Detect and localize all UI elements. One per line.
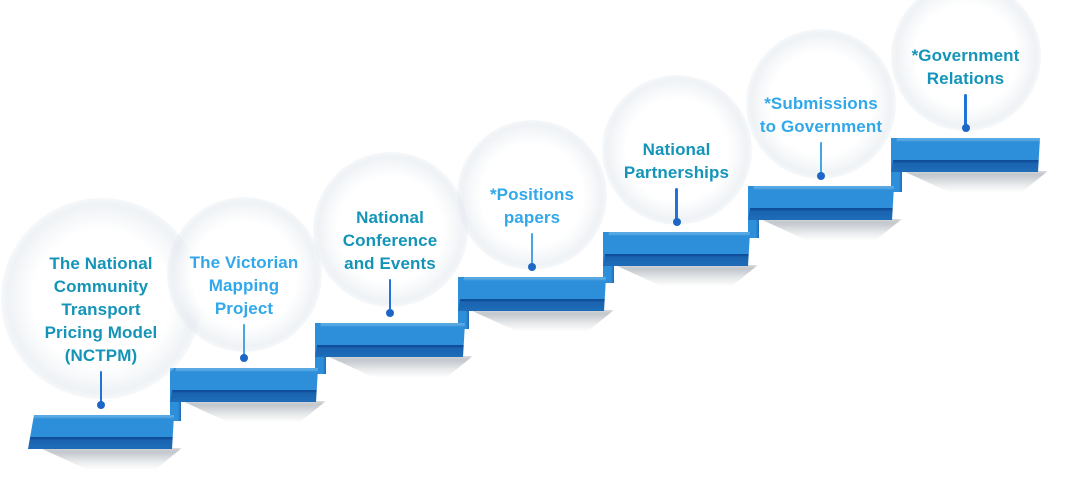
step-label-line: Partnerships — [623, 163, 730, 182]
connector-line — [530, 233, 534, 265]
connector-dot — [240, 354, 248, 362]
step-shadow — [182, 401, 326, 422]
step-top-face — [170, 368, 318, 390]
step-front-band — [28, 437, 174, 449]
step-shadow — [615, 265, 758, 286]
connector-dot — [817, 172, 825, 180]
step-label-line: *Government — [911, 46, 1020, 65]
step-label: *Submissions to Government — [711, 92, 931, 138]
step-front-band — [748, 208, 894, 220]
step-top-face — [748, 186, 894, 208]
connector-line — [99, 371, 103, 403]
connector-line — [388, 279, 392, 311]
connector-line — [242, 324, 246, 356]
step-shadow — [470, 310, 614, 331]
step-block — [315, 323, 465, 357]
step-shadow — [40, 448, 182, 469]
step-label-line: (NCTPM) — [64, 346, 138, 365]
step-label-line: and Events — [344, 254, 436, 273]
connector-line — [964, 94, 967, 126]
step-label-line: Relations — [926, 69, 1005, 88]
connector-line — [819, 142, 823, 174]
step-label-line: Project — [214, 299, 274, 318]
step-front-band — [603, 254, 750, 266]
step-shadow — [903, 171, 1048, 192]
step-top-face — [28, 415, 174, 437]
step-block — [170, 368, 318, 402]
connector-dot — [386, 309, 394, 317]
step-shadow — [327, 356, 473, 377]
step-top-face — [315, 323, 465, 345]
step-label-line: to Government — [759, 117, 883, 136]
step-label-line: Pricing Model — [44, 323, 158, 342]
connector-dot — [961, 124, 970, 132]
step-label-line: National — [642, 140, 711, 159]
connector-dot — [528, 263, 536, 271]
step-top-face — [603, 232, 750, 254]
step-front-band — [458, 299, 606, 311]
step-block — [891, 138, 1040, 172]
step-top-face — [458, 277, 606, 299]
connector-line — [675, 188, 678, 220]
step-label-line: *Positions — [489, 185, 575, 204]
step-label-line: *Submissions — [764, 94, 878, 113]
step-label-line: Conference — [342, 231, 438, 250]
step-block — [458, 277, 606, 311]
step-label-line: papers — [503, 208, 561, 227]
step-shadow — [760, 219, 902, 240]
step-block — [748, 186, 894, 220]
step-block — [603, 232, 750, 266]
connector-dot — [672, 218, 681, 226]
step-label-line: Mapping — [208, 276, 280, 295]
step-label: *Positions papers — [422, 183, 642, 229]
step-top-face — [891, 138, 1040, 160]
connector-dot — [97, 401, 105, 409]
step-front-band — [170, 390, 318, 402]
step-front-band — [315, 345, 465, 357]
step-front-band — [891, 160, 1040, 172]
step-block — [28, 415, 174, 449]
